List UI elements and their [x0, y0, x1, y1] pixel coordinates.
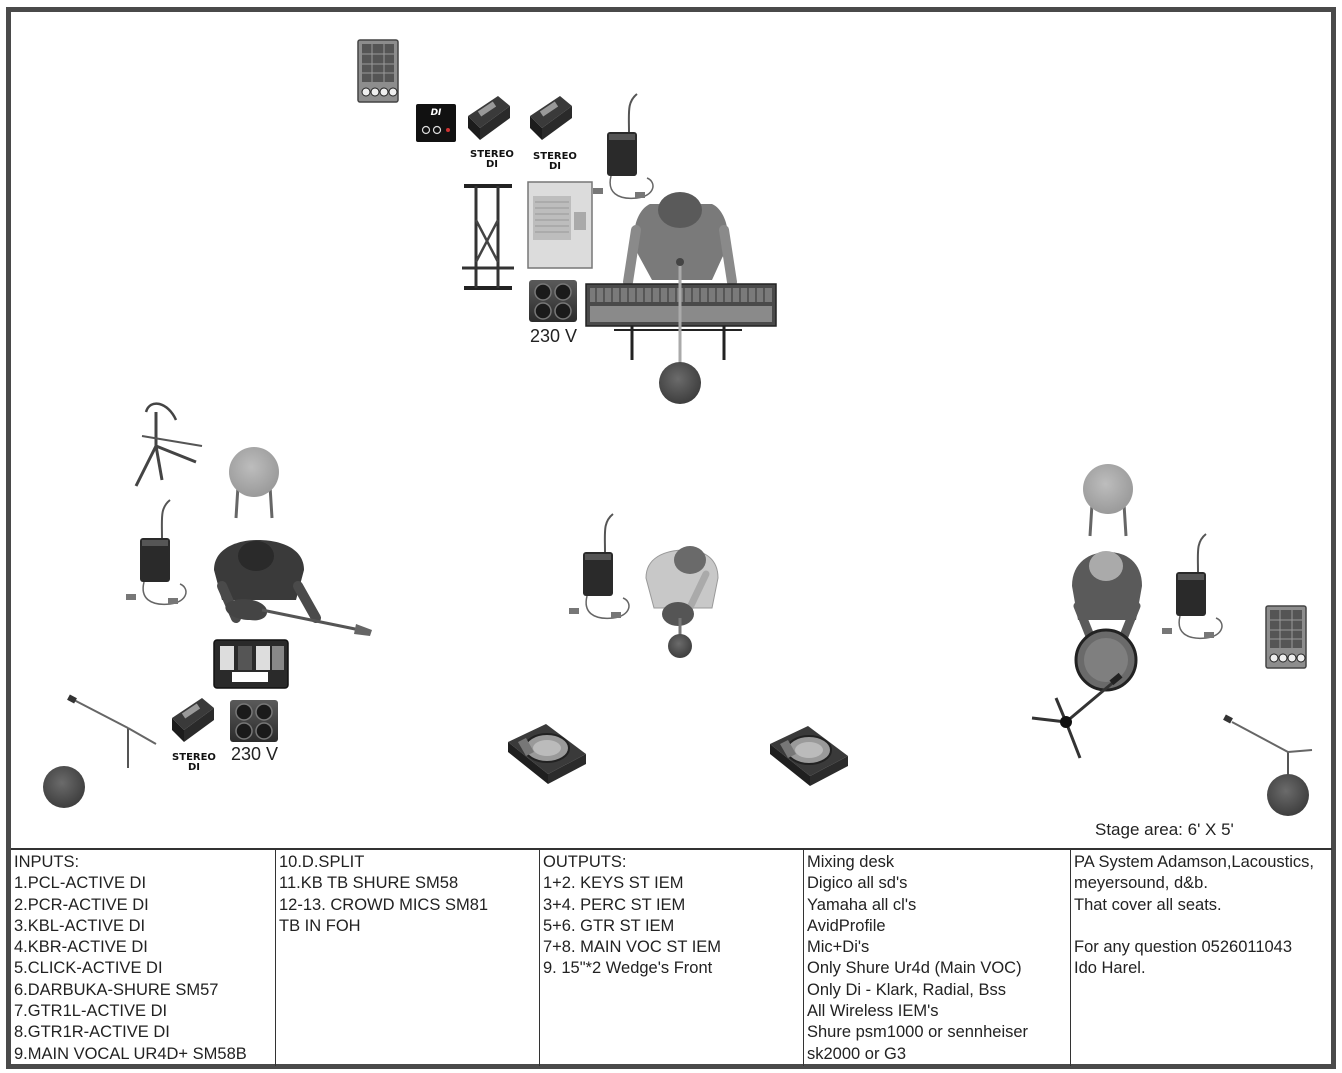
stereo-di-label-line1: STEREO	[533, 151, 577, 162]
table-cell-line: 1.PCL-ACTIVE DI	[14, 874, 147, 893]
stage-plot-drawing	[43, 39, 1313, 816]
table-cell-line: 4.KBR-ACTIVE DI	[14, 938, 148, 957]
table-cell-line: Mixing desk	[807, 853, 895, 871]
table-cell-line: 6.DARBUKA-SHURE SM57	[14, 980, 219, 999]
table-cell-line: meyersound, d&b.	[1074, 874, 1208, 893]
stereo-di-label-line2: DI	[187, 762, 201, 773]
table-cell-line: 12-13. CROWD MICS SM81	[279, 895, 489, 914]
pedalboard-icon	[213, 639, 289, 689]
power-outlet-icon-guitar	[229, 699, 279, 743]
table-cell-line: 3+4. PERC ST IEM	[543, 895, 686, 914]
iem-pack-icon-guitar	[125, 499, 187, 606]
stereo-di-label-keys-1: STEREO DI	[466, 150, 518, 170]
table-cell-line: 11.KB TB SHURE SM58	[279, 874, 459, 893]
table-cell-line: Ido Harel.	[1074, 959, 1146, 978]
digital-snake-icon-percussion	[1265, 605, 1307, 669]
table-cell-line: sk2000 or G3	[807, 1044, 907, 1063]
iem-pack-icon-keys	[592, 93, 654, 200]
stereo-di-icon-guitar	[172, 698, 214, 742]
table-cell-line: 2.PCR-ACTIVE DI	[14, 895, 149, 914]
keyboard-player-icon	[623, 192, 737, 287]
table-column-pa: PA System Adamson,Lacoustics, meyersound,…	[1071, 850, 1332, 1066]
table-cell-line: 7.GTR1L-ACTIVE DI	[14, 1002, 168, 1021]
iem-pack-icon-vocal	[568, 513, 630, 620]
table-cell-line: Only Di - Klark, Radial, Bss	[807, 980, 1006, 999]
stool-icon-percussion	[1083, 464, 1133, 537]
crowd-mic-icon-right	[1223, 714, 1313, 816]
table-cell-line: For any question 0526011043	[1074, 938, 1293, 957]
table-column-inputs-a: INPUTS: 1.PCL-ACTIVE DI 2.PCR-ACTIVE DI 3.K…	[11, 850, 276, 1066]
table-cell-line: Only Shure Ur4d (Main VOC)	[807, 959, 1022, 978]
darbuka-icon	[1074, 628, 1138, 692]
crowd-mic-icon-left	[43, 693, 157, 808]
stereo-di-label-line1: STEREO	[172, 752, 216, 763]
table-cell-line: Yamaha all cl's	[807, 895, 917, 914]
stereo-di-label-line1: STEREO	[470, 149, 514, 160]
table-cell-line: PA System Adamson,Lacoustics,	[1074, 853, 1314, 871]
table-cell-line: 10.D.SPLIT	[279, 853, 365, 871]
table-cell-line: 7+8. MAIN VOC ST IEM	[543, 938, 722, 957]
percussionist-icon	[1072, 551, 1142, 641]
stage-plot-frame	[6, 7, 1336, 1069]
table-column-outputs: OUTPUTS: 1+2. KEYS ST IEM 3+4. PERC ST IEM…	[540, 850, 804, 1066]
guitar-stand-icon	[134, 402, 203, 487]
stereo-di-label-guitar: STEREO DI	[168, 753, 220, 773]
stool-icon-guitar	[229, 447, 279, 519]
table-cell-line: 5+6. GTR ST IEM	[543, 916, 675, 935]
table-cell-line: Mic+Di's	[807, 938, 870, 957]
keyboard-stand-icon	[462, 184, 514, 290]
vocalist-icon	[645, 546, 719, 626]
stereo-di-icon-keys-1	[468, 96, 510, 140]
stereo-di-label-line2: DI	[548, 161, 562, 172]
power-label-guitar: 230 V	[231, 744, 279, 764]
table-cell-line: OUTPUTS:	[543, 853, 627, 871]
power-outlet-icon-keys	[528, 279, 578, 323]
di-box-icon	[416, 104, 456, 142]
mic-stand-icon-keys	[659, 258, 701, 404]
table-cell-line: 3.KBL-ACTIVE DI	[14, 916, 146, 935]
stereo-di-label-keys-2: STEREO DI	[529, 152, 581, 172]
table-cell-line: Shure psm1000 or sennheiser	[807, 1023, 1029, 1042]
table-column-inputs-b: 10.D.SPLIT 11.KB TB SHURE SM58 12-13. CROW…	[276, 850, 540, 1066]
wedge-monitor-icon-left	[507, 723, 587, 785]
power-label-keys: 230 V	[530, 326, 578, 346]
table-cell-line: 9.MAIN VOCAL UR4D+ SM58B	[14, 1044, 247, 1063]
laptop-icon	[527, 181, 593, 269]
table-cell-line: All Wireless IEM's	[807, 1002, 939, 1021]
table-cell-line: Digico all sd's	[807, 874, 908, 893]
table-cell-line: TB IN FOH	[279, 916, 361, 935]
stereo-di-icon-keys-2	[530, 96, 572, 140]
stage-area-label: Stage area: 6' X 5'	[1095, 820, 1234, 839]
iem-pack-icon-percussion	[1161, 533, 1223, 640]
digital-snake-icon-keys	[357, 39, 399, 103]
table-cell-line: 9. 15"*2 Wedge's Front	[543, 959, 713, 978]
table-cell-line: That cover all seats.	[1074, 895, 1222, 914]
input-output-table: INPUTS: 1.PCL-ACTIVE DI 2.PCR-ACTIVE DI 3.K…	[11, 848, 1332, 1066]
table-cell-line: AvidProfile	[807, 916, 886, 935]
mic-stand-icon-vocal	[668, 618, 692, 658]
stereo-di-label-line2: DI	[485, 159, 499, 170]
electric-guitar-icon	[225, 599, 372, 636]
table-cell-line: 5.CLICK-ACTIVE DI	[14, 959, 163, 978]
table-cell-line: 8.GTR1R-ACTIVE DI	[14, 1023, 170, 1042]
di-box-label: DI	[430, 108, 442, 118]
table-cell-line	[1074, 916, 1332, 937]
table-cell-line: 1+2. KEYS ST IEM	[543, 874, 684, 893]
table-cell-line: INPUTS:	[14, 853, 80, 871]
percussion-mic-stand-icon	[1031, 672, 1123, 759]
wedge-monitor-icon-right	[769, 725, 849, 787]
